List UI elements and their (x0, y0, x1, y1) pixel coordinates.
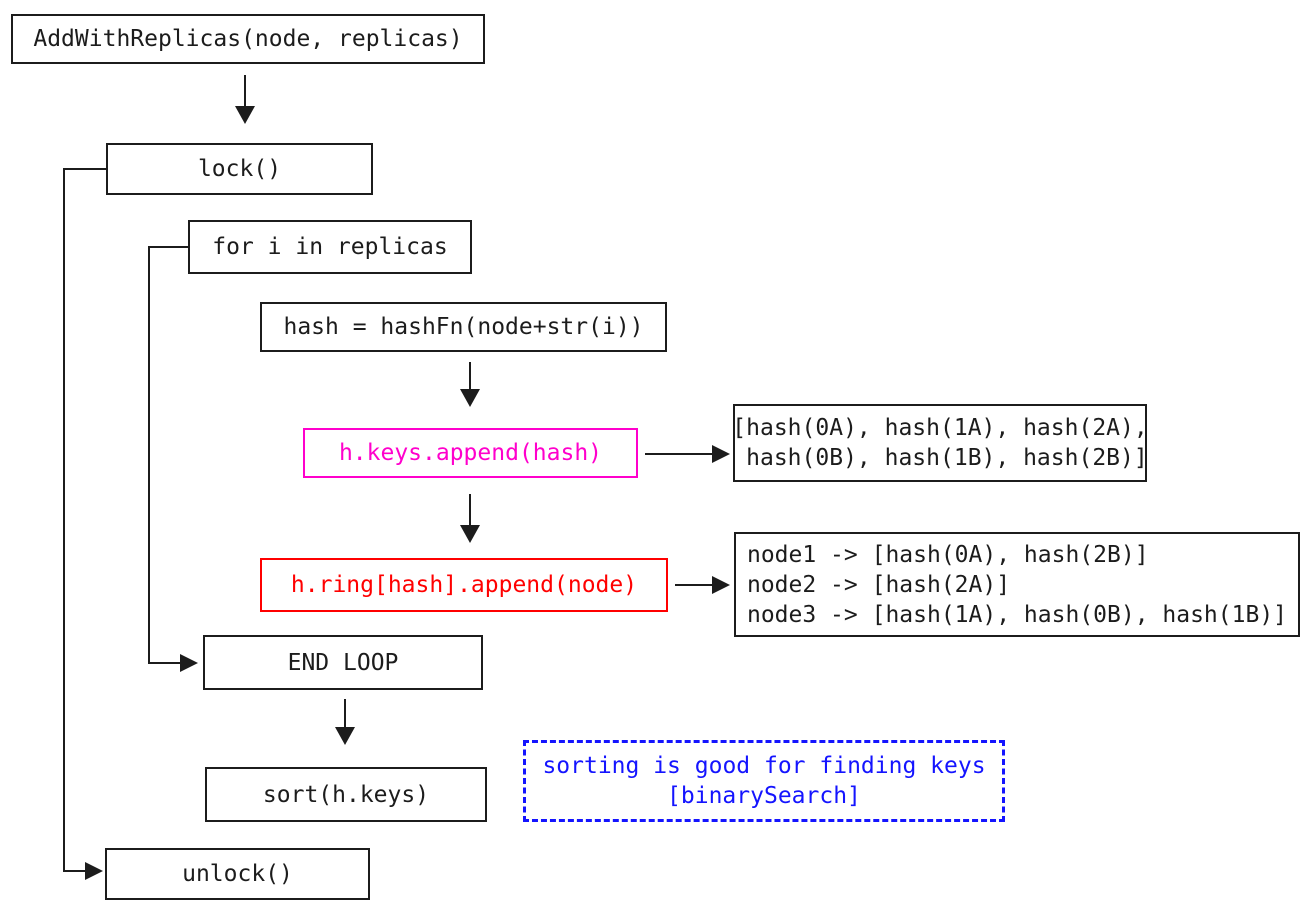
rail-lock-to-unlock-bottom-segment (63, 870, 87, 872)
edge-keys-to-ring-line (469, 494, 471, 526)
node-keys-list: [hash(0A), hash(1A), hash(2A), hash(0B),… (732, 404, 1148, 482)
rail-lock-to-unlock-arrowhead-right-icon (85, 862, 103, 880)
node-ring-map: node1 -> [hash(0A), hash(2B)] node2 -> [… (734, 532, 1300, 637)
node-unlock: unlock() (105, 848, 370, 900)
edge-ring-to-ringmap-line (675, 584, 713, 586)
node-hash-assign-label: hash = hashFn(node+str(i)) (283, 314, 644, 340)
node-ring-append-label: h.ring[hash].append(node) (290, 572, 638, 598)
node-lock-label: lock() (197, 156, 282, 182)
node-keys-append-label: h.keys.append(hash) (338, 440, 603, 466)
node-add-with-replicas: AddWithReplicas(node, replicas) (11, 14, 485, 64)
edge-ring-to-ringmap-arrowhead-right-icon (712, 576, 730, 594)
rail-lock-to-unlock-vertical-segment (63, 168, 65, 872)
rail-for-to-endloop-vertical-segment (148, 246, 150, 664)
node-end-loop-label: END LOOP (287, 649, 399, 676)
rail-lock-to-unlock-top-segment (63, 168, 106, 170)
edge-keys-to-keyslist-arrowhead-right-icon (712, 445, 730, 463)
edge-add-to-lock-line (244, 75, 246, 107)
rail-for-to-endloop-arrowhead-right-icon (180, 654, 198, 672)
edge-endloop-to-sort-line (344, 699, 346, 727)
rail-for-to-endloop-top-segment (148, 246, 188, 248)
edge-add-to-lock-arrowhead-down-icon (235, 106, 255, 124)
edge-endloop-to-sort-arrowhead-down-icon (335, 727, 355, 745)
node-sort-keys: sort(h.keys) (205, 767, 487, 822)
node-for-loop-label: for i in replicas (212, 234, 448, 260)
node-hash-assign: hash = hashFn(node+str(i)) (260, 302, 667, 352)
edge-hash-to-keys-arrowhead-down-icon (460, 389, 480, 407)
edge-keys-to-ring-arrowhead-down-icon (460, 525, 480, 543)
note-binary-search: sorting is good for finding keys [binary… (523, 740, 1005, 822)
node-keys-list-label: [hash(0A), hash(1A), hash(2A), hash(0B),… (732, 415, 1148, 471)
node-keys-append: h.keys.append(hash) (303, 428, 638, 478)
node-ring-map-label: node1 -> [hash(0A), hash(2B)] node2 -> [… (746, 541, 1288, 628)
edge-keys-to-keyslist-line (645, 453, 713, 455)
node-sort-keys-label: sort(h.keys) (262, 781, 430, 808)
node-end-loop: END LOOP (203, 635, 483, 690)
node-for-loop: for i in replicas (188, 220, 472, 274)
node-unlock-label: unlock() (182, 861, 293, 887)
node-add-with-replicas-label: AddWithReplicas(node, replicas) (33, 26, 463, 52)
node-lock: lock() (106, 143, 373, 195)
rail-for-to-endloop-bottom-segment (148, 662, 182, 664)
note-binary-search-label: sorting is good for finding keys [binary… (542, 753, 986, 809)
edge-hash-to-keys-line (469, 362, 471, 390)
node-ring-append: h.ring[hash].append(node) (260, 558, 668, 612)
